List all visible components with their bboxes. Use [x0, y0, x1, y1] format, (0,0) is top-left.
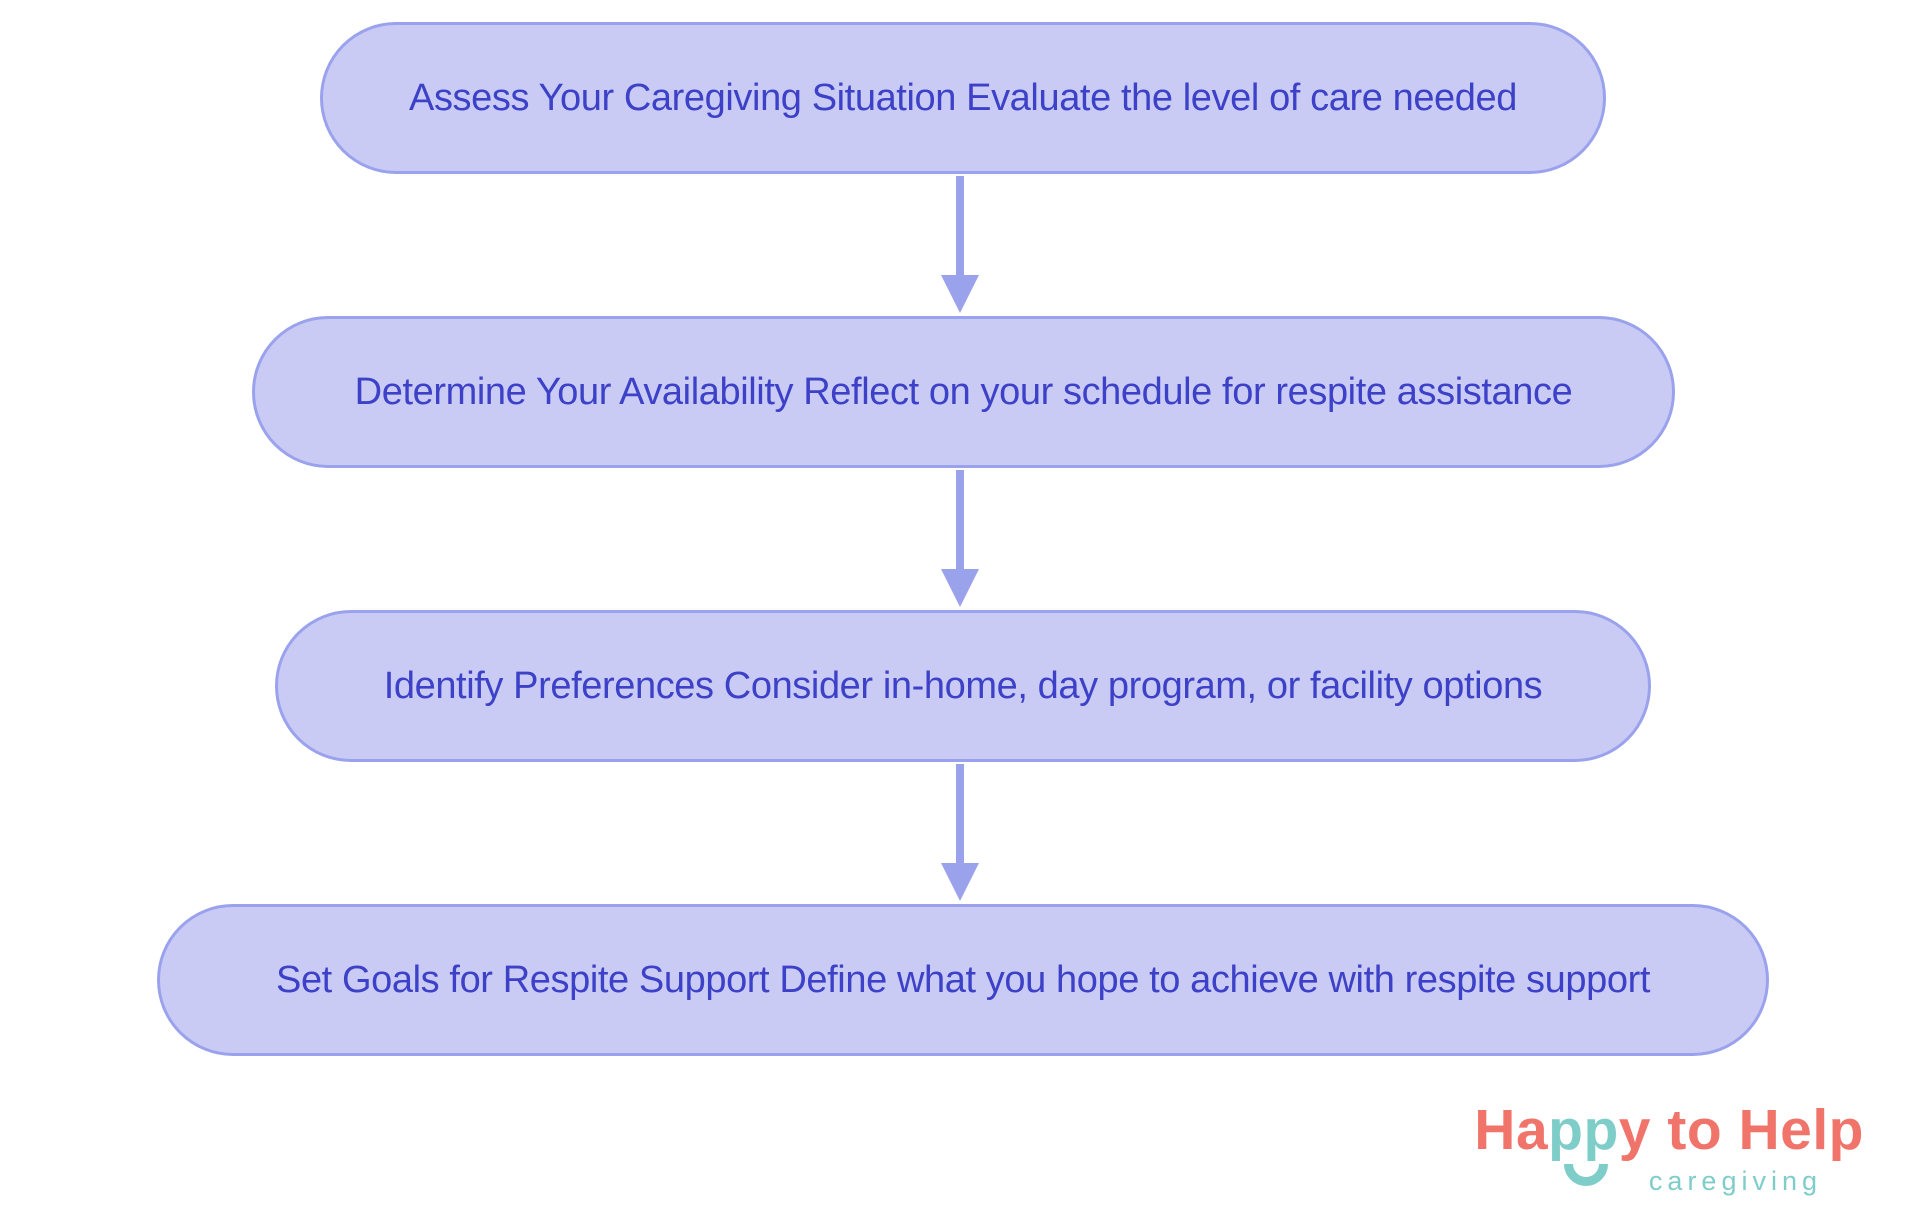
logo-text-part1: Ha	[1474, 1098, 1549, 1162]
step-box-set-goals: Set Goals for Respite Support Define wha…	[157, 904, 1769, 1056]
step-label: Identify Preferences Consider in-home, d…	[383, 664, 1543, 707]
arrow-shaft	[956, 764, 964, 863]
logo-pp-letters: pp	[1548, 1098, 1619, 1162]
arrow-head	[941, 275, 979, 313]
smile-icon	[1564, 1164, 1609, 1186]
arrow-head	[941, 863, 979, 901]
step-box-determine-availability: Determine Your Availability Reflect on y…	[252, 316, 1675, 468]
flow-arrow-down-icon	[940, 176, 980, 313]
logo-subtitle: caregiving	[1648, 1166, 1822, 1196]
arrow-shaft	[956, 176, 964, 275]
step-box-assess-situation: Assess Your Caregiving Situation Evaluat…	[320, 22, 1606, 174]
step-label: Set Goals for Respite Support Define wha…	[276, 958, 1650, 1001]
step-label: Assess Your Caregiving Situation Evaluat…	[409, 76, 1517, 119]
logo-text-part3: y to Help	[1618, 1098, 1864, 1162]
step-box-identify-preferences: Identify Preferences Consider in-home, d…	[275, 610, 1651, 762]
arrow-shaft	[956, 470, 964, 569]
step-label: Determine Your Availability Reflect on y…	[354, 370, 1573, 413]
flow-arrow-down-icon	[940, 470, 980, 607]
flow-arrow-down-icon	[940, 764, 980, 901]
logo-text-part2: pp	[1548, 1102, 1619, 1186]
arrow-head	[941, 569, 979, 607]
